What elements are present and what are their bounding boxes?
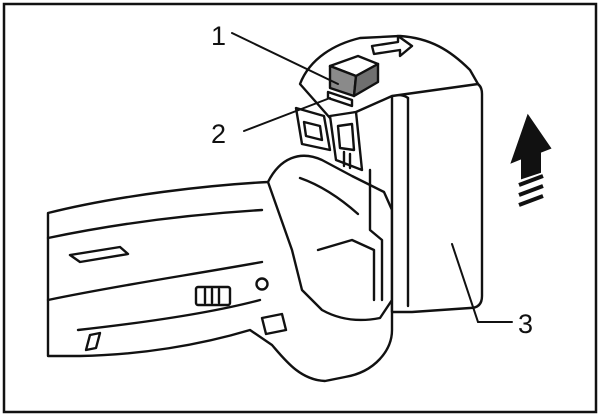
leader-line-1 <box>231 32 339 85</box>
arrow-up-icon <box>510 113 552 207</box>
callout-2: 2 <box>211 119 226 149</box>
leader-line-3 <box>451 243 513 323</box>
leader-line-2 <box>243 97 331 132</box>
callout-3: 3 <box>518 309 533 339</box>
screw-icon <box>255 277 269 291</box>
slide-arrow-icon <box>370 34 414 58</box>
release-button <box>326 54 380 108</box>
callout-1: 1 <box>211 21 226 51</box>
